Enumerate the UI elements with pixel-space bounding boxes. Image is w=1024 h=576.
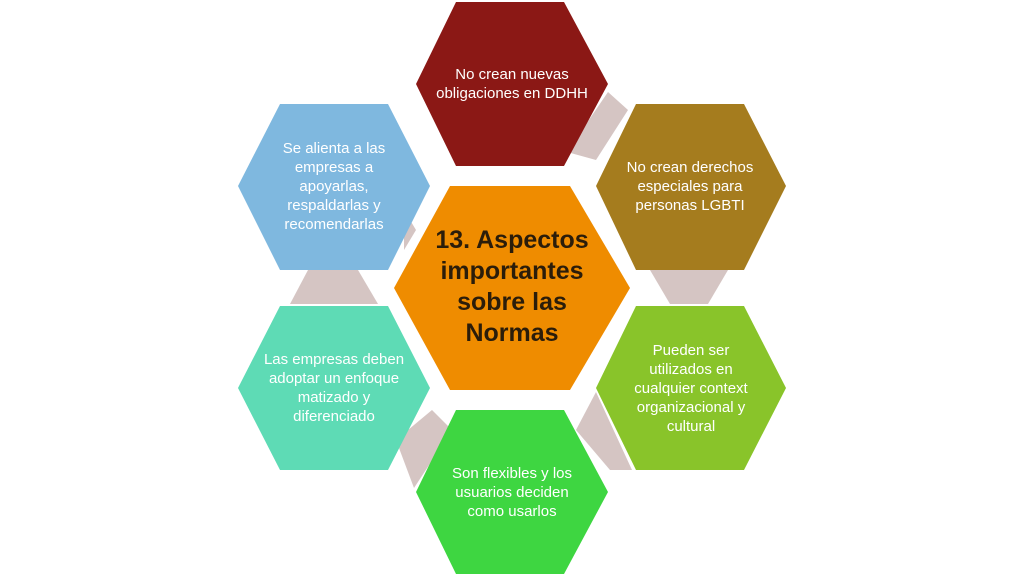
- hexagon-top: [416, 2, 608, 166]
- connector-top-to-upper-right: [567, 92, 628, 160]
- node-label-top: No crean nuevas obligaciones en DDHH: [436, 66, 588, 102]
- hexagon-lower-right: [596, 306, 786, 470]
- hexagon-upper-right: [596, 104, 786, 270]
- hexagon-upper-left: [238, 104, 430, 270]
- node-label-upper-left: Se alienta a las empresas a apoyarlas, r…: [282, 139, 386, 233]
- connector-bottom-to-lower-left: [396, 410, 452, 488]
- connector-lower-left-to-upper-left: [290, 270, 378, 304]
- node-label-bottom: Son flexibles y los usuarios deciden com…: [451, 464, 573, 520]
- node-label-lower-right: Pueden ser utilizados en cualquier conte…: [634, 341, 748, 435]
- diagram-title: 13. Aspectos importantes sobre las Norma…: [435, 226, 589, 347]
- connector-upper-right-to-lower-right: [650, 270, 728, 304]
- hexagon-center: [394, 186, 630, 390]
- hexagon-bottom: [416, 410, 608, 574]
- node-label-lower-left: Las empresas deben adoptar un enfoque ma…: [263, 351, 405, 425]
- node-label-upper-right: No crean derechos especiales para person…: [626, 158, 754, 214]
- connectors: [290, 92, 728, 488]
- connector-lower-right-to-bottom: [576, 392, 632, 470]
- hexagon-lower-left: [238, 306, 430, 470]
